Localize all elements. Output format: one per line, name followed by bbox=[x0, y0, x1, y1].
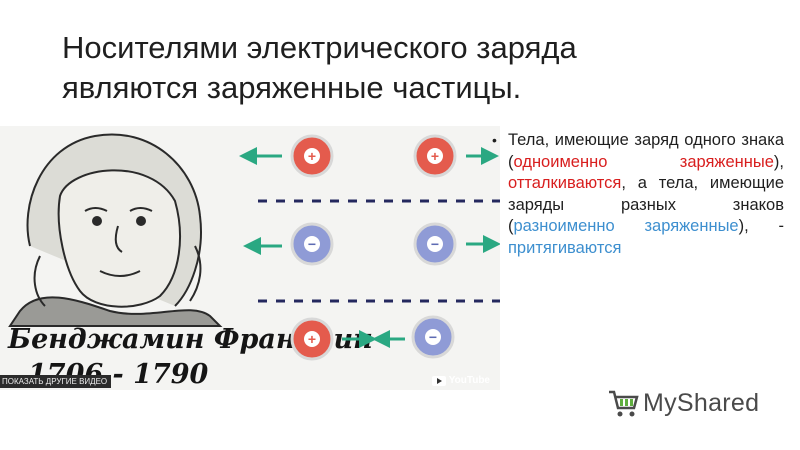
bullet-text: • Тела, имеющие заряд одного знака (одно… bbox=[492, 130, 784, 259]
text-attract: притягиваются bbox=[508, 238, 622, 257]
positive-charge-1: + bbox=[290, 134, 334, 178]
youtube-logo[interactable]: YouTube bbox=[431, 375, 490, 386]
video-frame[interactable]: Бенджамин Франклин 1706 - 1790 + + − − bbox=[0, 126, 500, 390]
positive-charge-2: + bbox=[413, 134, 457, 178]
minus-sign-3: − bbox=[429, 329, 437, 345]
bullet-marker: • bbox=[492, 132, 497, 148]
portrait-sketch bbox=[8, 133, 223, 327]
slide-title-line1: Носителями электрического заряда bbox=[62, 30, 577, 65]
plus-sign-2: + bbox=[431, 148, 439, 164]
youtube-label: YouTube bbox=[448, 375, 490, 386]
more-videos-button[interactable]: ПОКАЗАТЬ ДРУГИЕ ВИДЕО bbox=[0, 375, 112, 388]
minus-sign-2: − bbox=[431, 236, 439, 252]
logo-text: MyShared bbox=[643, 388, 760, 417]
slide-title-line2: являются заряженные частицы. bbox=[62, 70, 522, 105]
positive-charge-3: + bbox=[290, 317, 334, 361]
video-illustration: Бенджамин Франклин 1706 - 1790 + + − − bbox=[7, 133, 500, 390]
negative-charge-1: − bbox=[290, 222, 334, 266]
youtube-play-icon bbox=[431, 375, 446, 386]
slide-title: Носителями электрического заряда являютс… bbox=[62, 28, 762, 108]
cart-icon bbox=[609, 390, 639, 417]
text-part-7: ), - bbox=[738, 217, 784, 235]
myshared-logo[interactable]: MyShared bbox=[607, 388, 759, 418]
text-part-5: , а тела, имеющие заряды разных знаков ( bbox=[508, 174, 784, 235]
text-repel: отталкиваются bbox=[508, 174, 622, 192]
text-like-charged: одноименно заряженные bbox=[513, 152, 774, 171]
text-part-1: Тела, имеющие заряд одного знака ( bbox=[508, 131, 784, 171]
plus-sign-1: + bbox=[308, 148, 316, 164]
text-part-3: ), bbox=[773, 152, 784, 171]
negative-charge-2: − bbox=[413, 222, 457, 266]
plus-sign-3: + bbox=[308, 331, 316, 347]
text-unlike-charged: разноименно заряженные bbox=[513, 217, 739, 235]
minus-sign-1: − bbox=[308, 236, 316, 252]
negative-charge-3: − bbox=[411, 315, 455, 359]
